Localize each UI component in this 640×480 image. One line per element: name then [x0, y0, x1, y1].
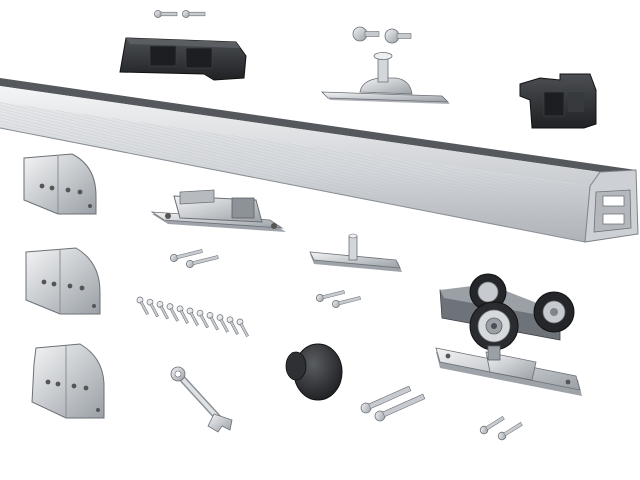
- black-end-stop-right: [519, 73, 597, 129]
- small-screw: [166, 303, 179, 322]
- small-screw: [236, 318, 249, 338]
- small-screw: [156, 301, 169, 320]
- small-screw: [206, 312, 219, 331]
- wrench-tool: [170, 366, 233, 433]
- small-screw: [186, 307, 199, 327]
- soft-close-damper: [150, 189, 286, 232]
- door-guide-plate-3: [31, 343, 105, 419]
- roller-trolley: [435, 273, 582, 396]
- black-end-cap-left: [119, 37, 247, 81]
- small-screw: [196, 309, 209, 329]
- ceiling-mount-plate: [321, 26, 450, 104]
- screws-pair-center: [316, 290, 361, 308]
- screws-pair-left: [170, 249, 219, 268]
- long-bolts-pair: [360, 385, 426, 422]
- black-door-knob: [285, 343, 343, 401]
- small-screws-top: [154, 10, 206, 18]
- aluminum-rail: [0, 78, 639, 243]
- screws-pair-bottom-right: [479, 416, 523, 441]
- small-screw: [226, 316, 239, 335]
- door-guide-plate-2: [25, 247, 101, 315]
- small-screw: [146, 298, 159, 318]
- floor-guide-pin: [309, 233, 402, 272]
- small-screw: [136, 296, 149, 316]
- small-screw: [176, 305, 189, 324]
- small-screws-row: [136, 296, 249, 338]
- door-guide-plate-1: [23, 153, 97, 215]
- small-screw: [216, 314, 229, 333]
